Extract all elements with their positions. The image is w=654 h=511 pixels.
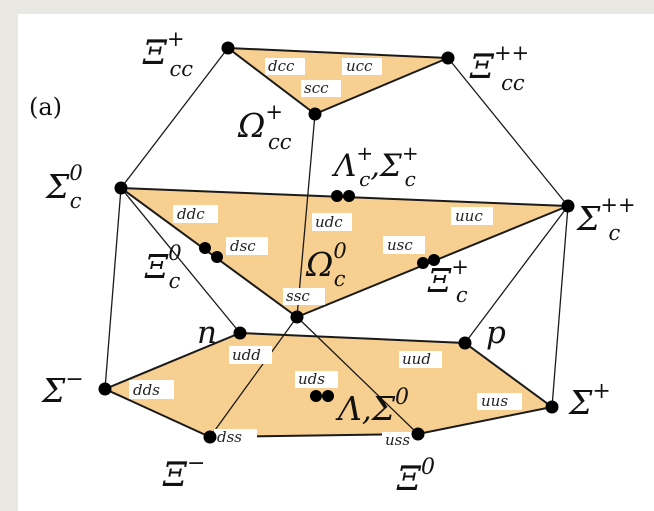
- label-xi-zero: Ξ0: [396, 455, 435, 499]
- edge-omegac0-xizero: [296, 316, 419, 435]
- label-sigma-plus: Σ+: [568, 379, 611, 422]
- label-n: n: [197, 315, 217, 351]
- quark-uud: uud: [402, 350, 431, 368]
- quark-uuc: uuc: [455, 207, 483, 225]
- quark-uus: uus: [481, 392, 508, 410]
- edge-sigmac0-n: [120, 187, 241, 334]
- quark-label-boxes: [129, 58, 522, 449]
- label-xi-minus: Ξ−: [162, 451, 205, 495]
- quark-uds: uds: [298, 370, 325, 388]
- quark-scc: scc: [304, 79, 329, 97]
- label-lambda-c-sigma-c-plus: Λ+c,Σ+c: [331, 141, 419, 191]
- label-p: p: [486, 315, 506, 351]
- label-sigma-minus: Σ−: [41, 367, 84, 410]
- quark-ddc: ddc: [177, 205, 205, 223]
- edge-sigmac0-sigmaminus: [104, 187, 122, 390]
- quark-udd: udd: [232, 346, 261, 364]
- quark-dcc: dcc: [268, 57, 295, 75]
- quark-dds: dds: [133, 381, 160, 399]
- label-xi-cc-plusplus: Ξ++cc: [469, 41, 529, 95]
- edge-omegac0-ximinus: [209, 316, 298, 438]
- edge-xicc-sigmac0: [120, 47, 229, 189]
- edge-sigmacpp-sigmaplus: [551, 205, 569, 408]
- label-xi-c-plus: Ξ+c: [427, 255, 469, 307]
- edge-omegacc-omegac0: [296, 113, 316, 318]
- label-lambda-sigma-zero: Λ,Σ0: [335, 385, 409, 428]
- quark-uss: uss: [385, 431, 410, 449]
- quark-dss: dss: [217, 428, 242, 446]
- vertex-dots: [98, 41, 575, 444]
- quark-dsc: dsc: [230, 237, 256, 255]
- quark-udc: udc: [315, 213, 343, 231]
- edge-sigmacpp-p: [464, 205, 569, 344]
- quark-ssc: ssc: [286, 287, 310, 305]
- panel-label: (a): [29, 93, 62, 121]
- quark-usc: usc: [387, 236, 413, 254]
- edges: [104, 47, 569, 438]
- edge-xiccpp-sigmacpp: [447, 57, 569, 207]
- label-omega-cc-plus: Ω+cc: [237, 100, 292, 154]
- label-xi-cc-plus: Ξ+cc: [142, 27, 193, 81]
- quark-ucc: ucc: [346, 57, 373, 75]
- label-sigma-c-plusplus: Σ++c: [576, 193, 636, 245]
